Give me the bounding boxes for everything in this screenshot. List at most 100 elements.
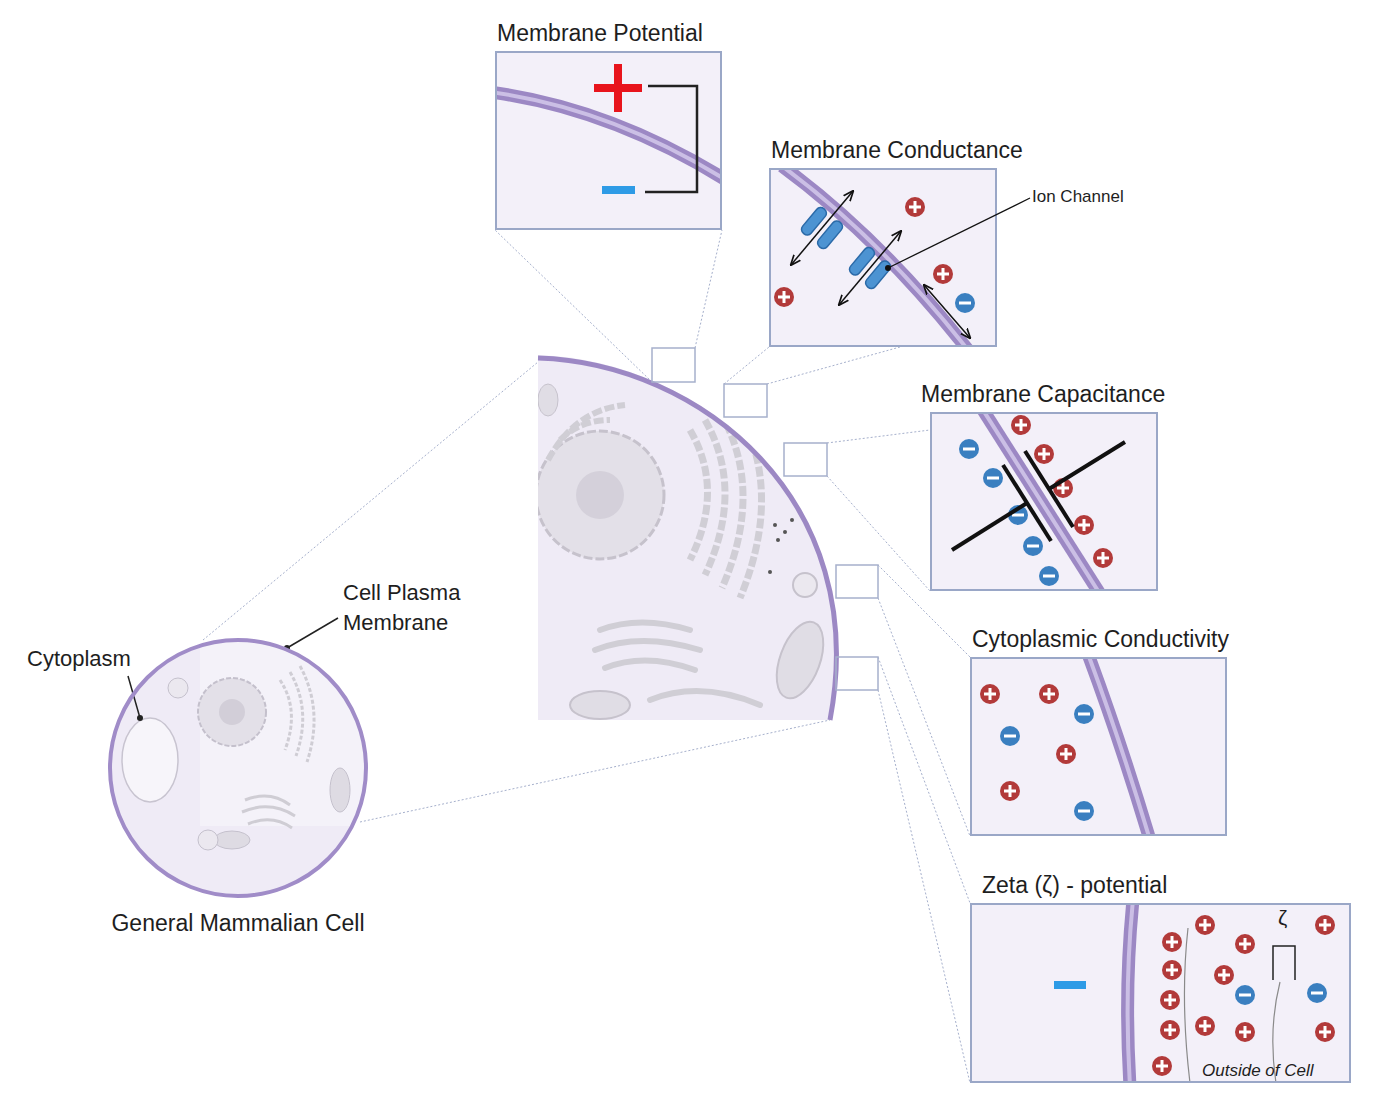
nucleolus xyxy=(576,471,624,519)
ribosome xyxy=(773,523,777,527)
vesicle xyxy=(793,573,817,597)
node-heading: Membrane Capacitance xyxy=(921,381,1165,407)
part-label: Cytoplasm xyxy=(27,644,131,674)
channel-subunit xyxy=(816,219,845,251)
cation-symbol xyxy=(1315,1022,1335,1042)
minus-sign xyxy=(1054,981,1086,989)
cation-symbol xyxy=(1195,915,1215,935)
zoom-guide-line xyxy=(878,657,970,903)
capacitor-plate xyxy=(1003,465,1051,541)
ion-channel xyxy=(827,221,913,315)
anion-symbol xyxy=(983,468,1003,488)
anion-symbol xyxy=(1023,536,1043,556)
cation-symbol xyxy=(1160,990,1180,1010)
membrane-band xyxy=(983,414,1100,589)
golgi-apparatus xyxy=(650,691,760,705)
cation-symbol xyxy=(1162,932,1182,952)
capacitor-plate xyxy=(1025,451,1073,527)
ribosome xyxy=(776,538,780,542)
leader-line xyxy=(888,198,1030,268)
part-label: Cell Plasma Membrane xyxy=(343,578,478,638)
plasma-membrane-outline xyxy=(110,640,366,896)
zoom-square xyxy=(724,384,767,417)
anion-symbol xyxy=(1235,985,1255,1005)
cation-symbol xyxy=(1315,915,1335,935)
cation-symbol xyxy=(1162,960,1182,980)
anion-symbol xyxy=(959,439,979,459)
cation-symbol xyxy=(1093,548,1113,568)
nucleus xyxy=(536,431,664,559)
anion-symbol xyxy=(1039,566,1059,586)
zeta-potential-art xyxy=(1054,905,1335,1081)
membrane-band xyxy=(497,92,720,180)
ion-channel xyxy=(779,181,865,275)
node-heading: Cytoplasmic Conductivity xyxy=(972,626,1229,652)
golgi-apparatus xyxy=(595,623,700,671)
channel-subunit xyxy=(799,205,828,237)
cell-outline xyxy=(108,638,368,898)
inset-box: Membrane Conductance xyxy=(769,168,997,347)
endoplasmic-reticulum xyxy=(548,405,625,460)
node-heading: Zeta (ζ) - potential xyxy=(982,872,1167,898)
mitochondrion xyxy=(214,831,250,849)
leader-dot xyxy=(137,715,143,721)
ribosome xyxy=(790,518,794,522)
leader-line xyxy=(287,618,338,648)
zoom-guide-line xyxy=(203,362,538,640)
ribosome xyxy=(768,570,772,574)
cytoplasmic-conductivity-art xyxy=(980,659,1150,834)
membrane-band xyxy=(782,170,968,345)
zoom-square xyxy=(784,443,827,476)
inset-box: Membrane Potential xyxy=(495,51,722,230)
cation-symbol xyxy=(1235,934,1255,954)
voltage-bracket xyxy=(645,86,697,192)
plus-sign xyxy=(594,84,642,92)
mitochondrion xyxy=(570,691,630,719)
zoom-guide-line xyxy=(695,230,722,348)
cell-organelles xyxy=(122,640,370,850)
zoom-guide-line xyxy=(827,430,930,443)
zoom-guide-line xyxy=(724,347,769,384)
ribosome xyxy=(783,530,787,534)
membrane-band xyxy=(1088,659,1150,834)
zoom-square xyxy=(652,348,695,382)
vesicle xyxy=(168,678,188,698)
inset-box: Cytoplasmic Conductivity xyxy=(970,657,1227,836)
node-heading: General Mammalian Cell xyxy=(48,910,428,936)
membrane-band xyxy=(1128,905,1133,1081)
vacuole xyxy=(122,718,178,802)
cation-symbol xyxy=(1195,1016,1215,1036)
cation-symbol xyxy=(1053,478,1073,498)
cation-symbol xyxy=(1074,515,1094,535)
cation-symbol xyxy=(1000,781,1020,801)
node-heading: Membrane Potential xyxy=(497,20,703,46)
node-text: ζ xyxy=(1278,907,1287,929)
node-text: Outside of Cell xyxy=(1202,1061,1314,1081)
node-heading: Membrane Conductance xyxy=(771,137,1023,163)
mitochondrion xyxy=(768,616,833,705)
zoom-square xyxy=(836,565,878,598)
cation-symbol xyxy=(1056,744,1076,764)
zoom-guide-line xyxy=(878,690,970,1083)
zoom-guide-line xyxy=(767,347,900,384)
cation-symbol xyxy=(980,684,1000,704)
zoom-guide-line xyxy=(360,720,830,822)
part-label: Ion Channel xyxy=(1032,187,1124,207)
anion-symbol xyxy=(1008,505,1028,525)
ion-flow-arrow xyxy=(791,191,853,265)
anion-symbol xyxy=(955,293,975,313)
cation-symbol xyxy=(1214,965,1234,985)
cation-symbol xyxy=(774,287,794,307)
vesicle xyxy=(198,830,218,850)
stern-layer-boundary xyxy=(1184,928,1190,1081)
nucleolus xyxy=(219,699,245,725)
cell-circle: General Mammalian Cell xyxy=(108,638,368,898)
cation-symbol xyxy=(1160,1020,1180,1040)
inset-box: Zeta (ζ) - potentialζOutside of Cell xyxy=(970,903,1351,1083)
enlarged-organelles xyxy=(536,384,832,719)
cation-symbol xyxy=(1011,415,1031,435)
cation-symbol xyxy=(905,197,925,217)
